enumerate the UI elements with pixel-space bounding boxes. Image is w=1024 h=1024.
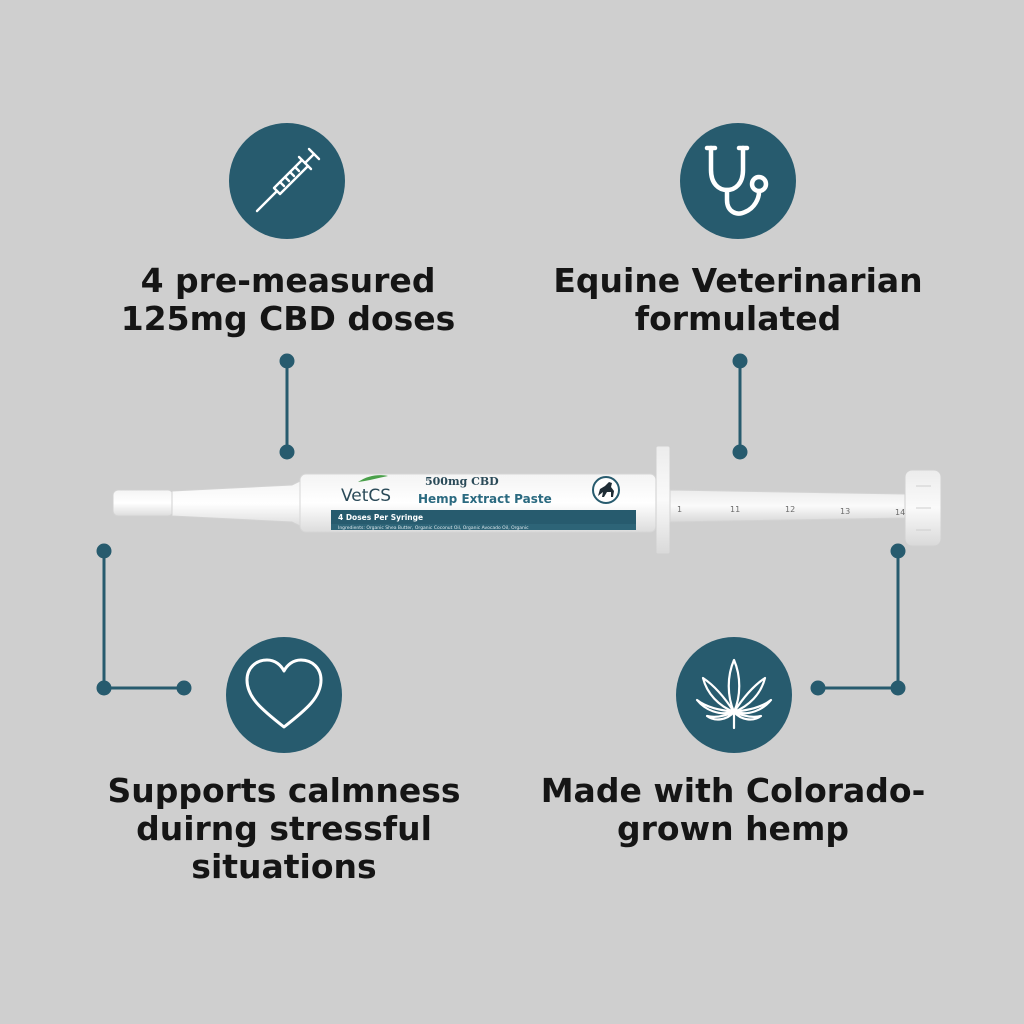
- ingredients-label: Ingredients: Organic Shea Butter, Organi…: [338, 525, 529, 531]
- doses-icon-badge: [229, 123, 345, 239]
- doses-line-1: 4 pre-measured: [140, 261, 436, 300]
- horse-logo-badge: [592, 476, 620, 504]
- vet-icon-badge: [680, 123, 796, 239]
- doses-line-2: 125mg CBD doses: [120, 299, 456, 338]
- scale-mark: 13: [840, 507, 850, 516]
- scale-mark: 12: [785, 505, 795, 514]
- scale-mark: 1: [677, 505, 682, 514]
- heart-icon: [245, 658, 323, 729]
- hemp-icon-badge: [676, 637, 792, 753]
- calm-line-1: Supports calmness: [107, 771, 461, 810]
- calm-line-3: situations: [191, 847, 377, 886]
- syringe-barrel: [299, 473, 657, 533]
- syringe-scale: 1 11 12 13 14: [677, 505, 905, 517]
- horse-icon: [598, 482, 614, 497]
- syringe-flange: [655, 445, 671, 555]
- syringe-tip: [112, 479, 303, 528]
- stethoscope-icon: [704, 145, 769, 216]
- hemp-feature-text: Made with Colorado- grown hemp: [532, 772, 934, 848]
- scale-mark: 11: [730, 505, 740, 514]
- vet-line-1: Equine Veterinarian: [553, 261, 923, 300]
- scale-mark: 14: [895, 508, 905, 517]
- brand-name: VetCS: [341, 486, 391, 506]
- brand-leaf-icon: [358, 475, 388, 482]
- calm-feature-text: Supports calmness duirng stressful situa…: [100, 772, 468, 886]
- product-strength: 500mg CBD: [425, 475, 499, 488]
- hemp-line-1: Made with Colorado-: [540, 771, 926, 810]
- calm-line-2: duirng stressful: [136, 809, 432, 848]
- hemp-line-2: grown hemp: [617, 809, 849, 848]
- syringe-plunger: [669, 469, 942, 547]
- doses-feature-text: 4 pre-measured 125mg CBD doses: [112, 262, 464, 338]
- doses-band-label: 4 Doses Per Syringe: [338, 513, 423, 522]
- syringe-icon: [255, 147, 321, 213]
- vet-feature-text: Equine Veterinarian formulated: [545, 262, 931, 338]
- product-name: Hemp Extract Paste: [418, 492, 552, 506]
- vet-line-2: formulated: [634, 299, 842, 338]
- calm-icon-badge: [226, 637, 342, 753]
- hemp-leaf-icon: [695, 658, 773, 730]
